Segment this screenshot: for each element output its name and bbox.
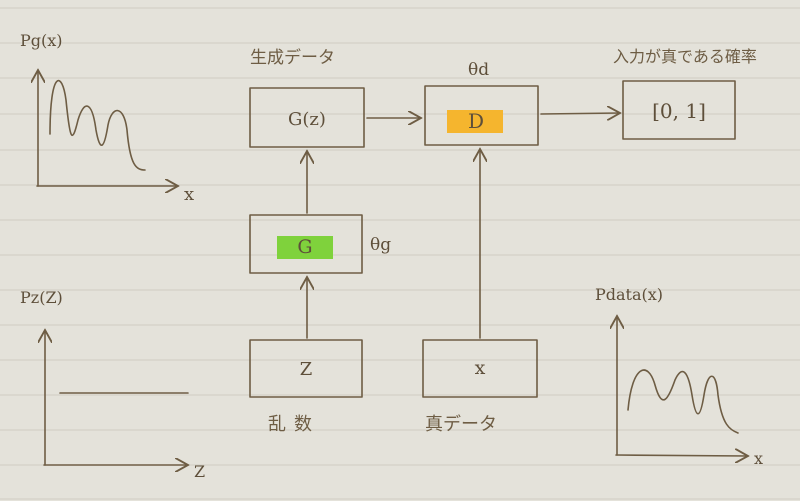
theta-d-label: θd — [468, 60, 489, 80]
random-numbers-label: 乱数 — [268, 414, 320, 435]
generator-highlight — [277, 236, 333, 259]
g-of-z-label: G(z) — [288, 109, 326, 130]
pg-plot: Pg(x) x — [20, 31, 194, 205]
generator-label: G — [297, 236, 312, 258]
generated-data-label: 生成データ — [250, 47, 335, 68]
pdata-curve — [627, 369, 739, 434]
real-data-label: 真データ — [425, 414, 497, 435]
pdata-title: Pdata(x) — [595, 285, 663, 304]
z-box — [249, 339, 363, 398]
z-label: Z — [300, 359, 313, 380]
pz-axis-label: Z — [194, 462, 205, 481]
discriminator-highlight — [447, 110, 503, 133]
discriminator-label: D — [468, 109, 484, 133]
theta-g-label: θg — [370, 235, 391, 255]
x-label: x — [475, 357, 486, 379]
x-box — [422, 339, 538, 398]
pg-axis-label: x — [184, 184, 194, 205]
output-range-label: [0, 1] — [652, 99, 706, 123]
g-of-z-box — [249, 87, 365, 148]
prob-real-label: 入力が真である確率 — [613, 47, 757, 66]
pdata-axis-label: x — [754, 449, 763, 468]
arrow-d-to-output — [540, 113, 620, 114]
pdata-plot: Pdata(x) x — [595, 285, 763, 468]
output-box — [622, 80, 736, 140]
pz-title: Pz(Z) — [20, 288, 63, 307]
pz-plot: Pz(Z) Z — [20, 288, 205, 481]
ruled-lines — [0, 7, 800, 500]
pdata-x-axis — [615, 455, 748, 456]
pg-curve — [49, 80, 146, 171]
generator-box — [249, 214, 363, 274]
discriminator-box — [424, 85, 539, 146]
pg-title: Pg(x) — [20, 31, 63, 50]
